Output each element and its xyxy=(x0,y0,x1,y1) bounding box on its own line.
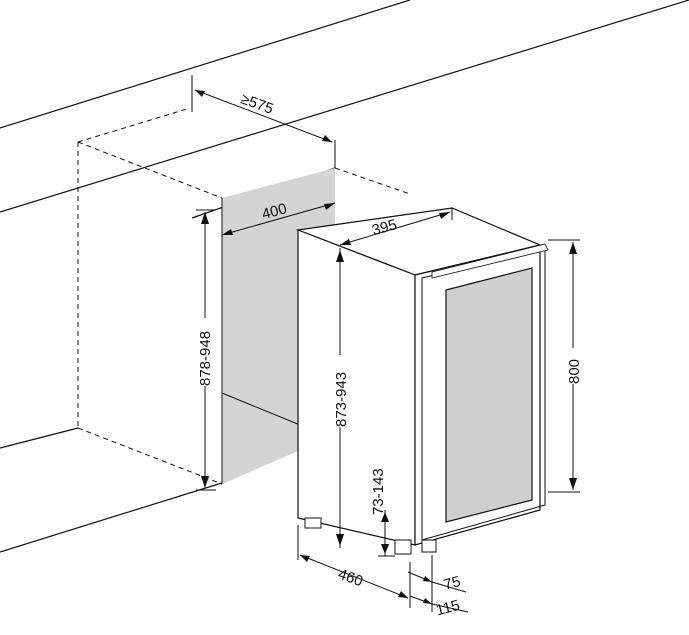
label-depth-460: 460 xyxy=(336,566,365,591)
label-feet-73-143: 73-143 xyxy=(370,468,387,515)
label-height-800: 800 xyxy=(566,359,583,384)
door-glass xyxy=(445,267,533,523)
label-height-873-943: 873-943 xyxy=(333,372,350,427)
dim-handle-115: 115 xyxy=(409,595,469,620)
dim-width-400: 400 xyxy=(221,200,336,236)
label-width-395: 395 xyxy=(370,216,399,239)
label-width-400: 400 xyxy=(260,200,289,223)
niche-dashed-outline xyxy=(77,107,411,485)
label-handle-115: 115 xyxy=(434,597,462,620)
wine-cooler-body xyxy=(295,207,549,555)
dim-width-395: 395 xyxy=(339,211,451,246)
dim-height-800: 800 xyxy=(548,239,583,493)
dim-depth-575: ≥575 xyxy=(191,75,336,168)
dim-feet-73-143: 73-143 xyxy=(370,468,395,557)
label-door-75: 75 xyxy=(442,573,463,594)
dim-height-878-948: 878-948 xyxy=(196,209,216,491)
dim-height-873-943: 873-943 xyxy=(331,248,350,548)
label-height-878-948: 878-948 xyxy=(197,331,214,386)
dim-door-75: 75 xyxy=(407,555,467,612)
